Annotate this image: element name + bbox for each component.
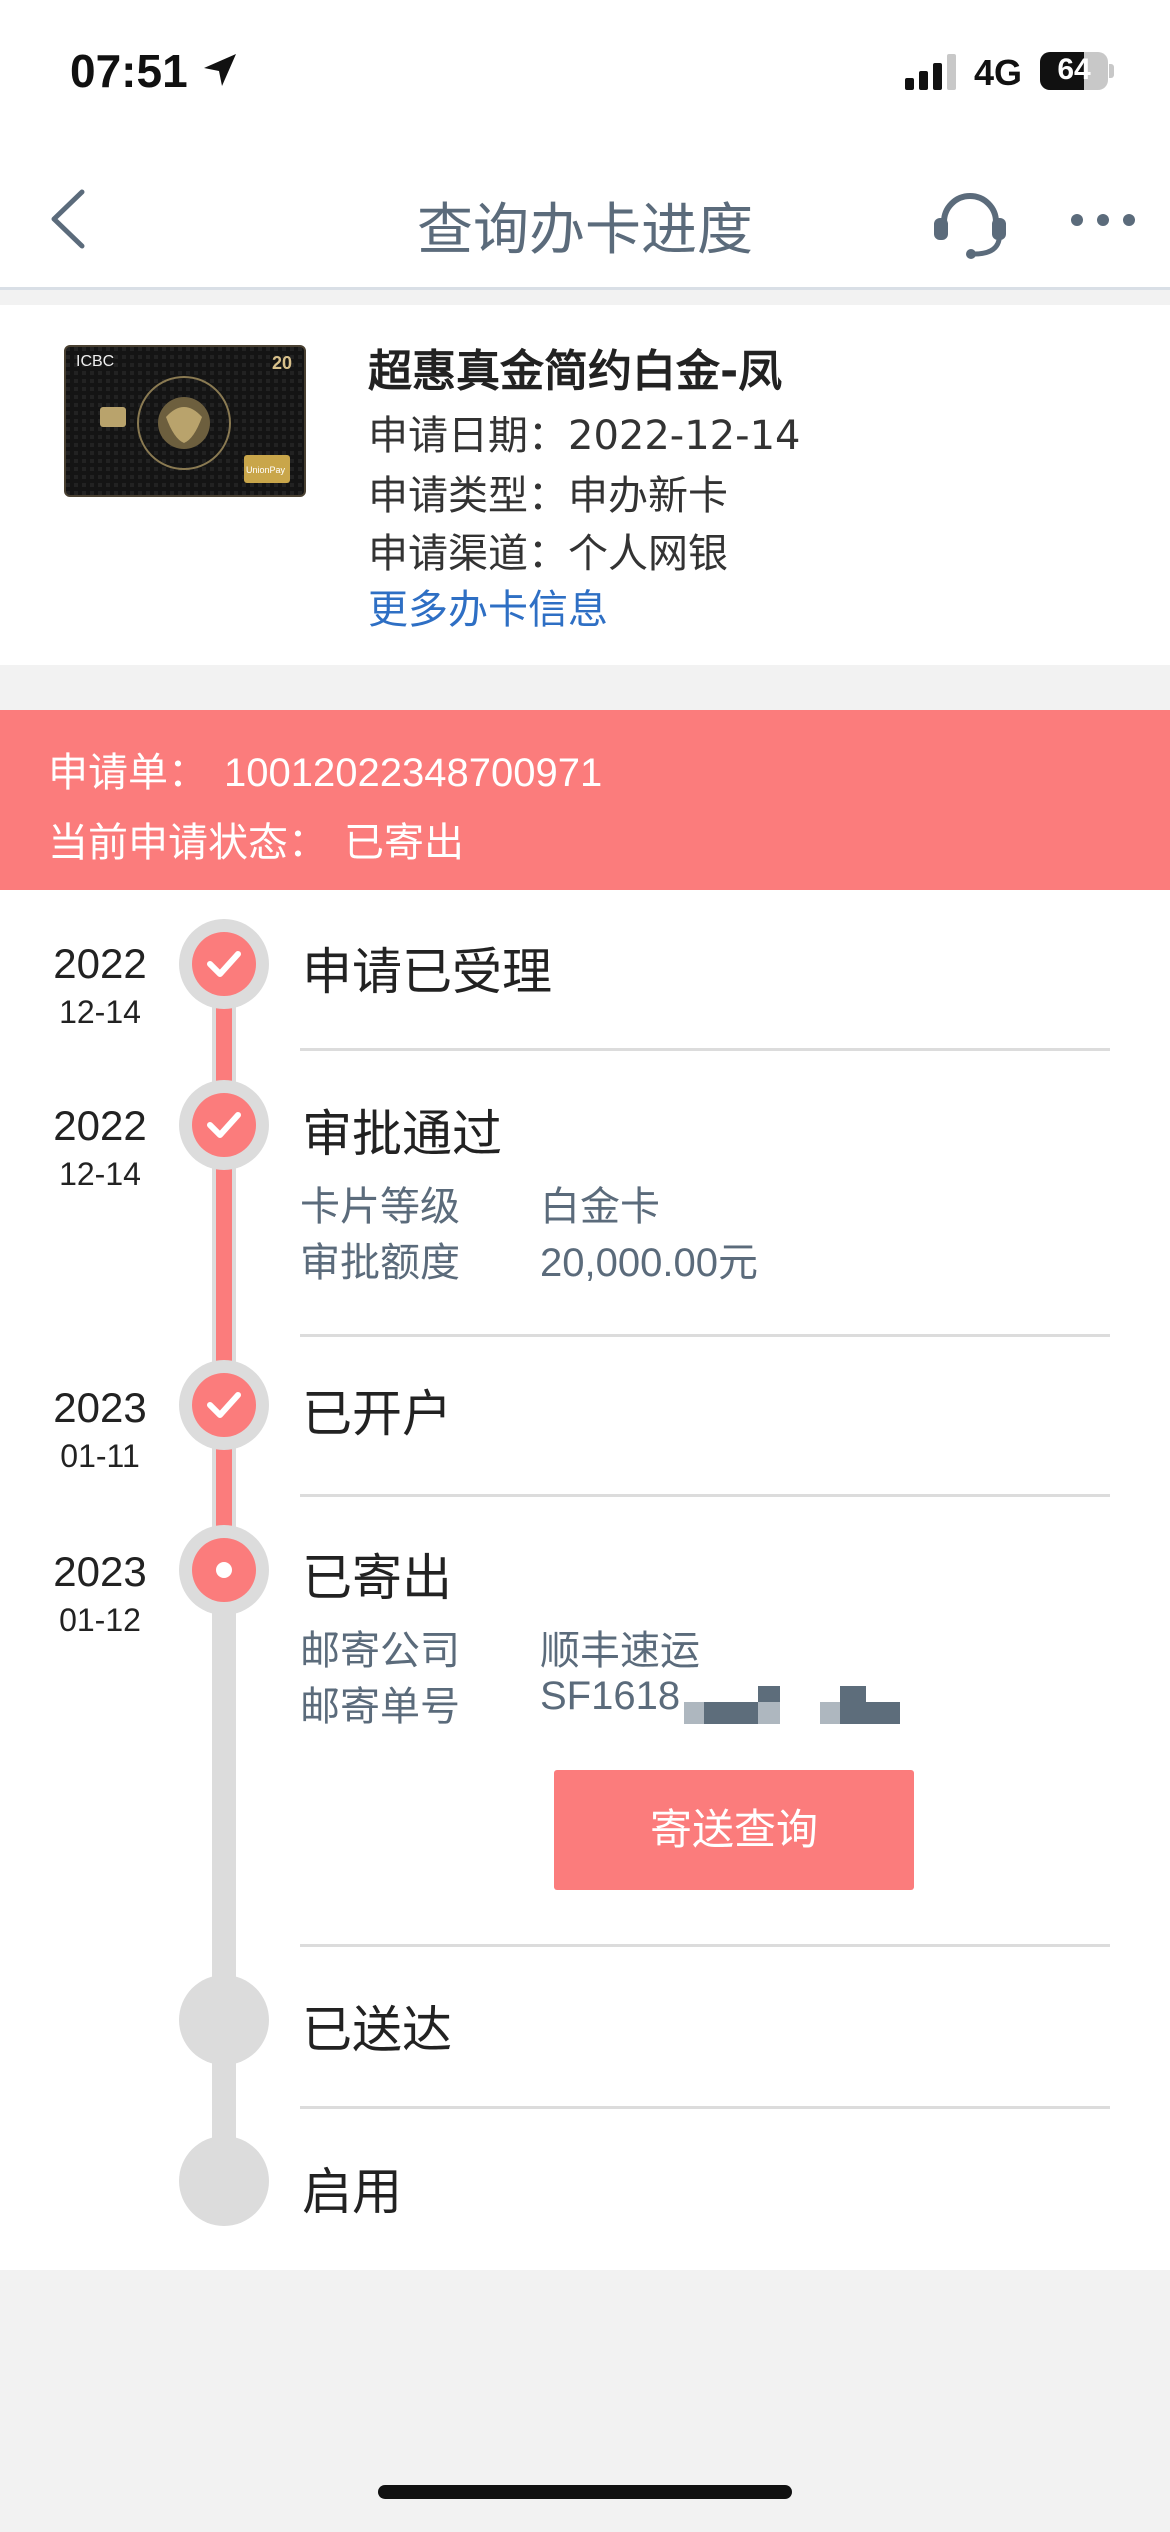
tracking-number-value: SF1618: [540, 1674, 681, 1718]
step-6-node: [179, 2136, 269, 2226]
redaction-mark: [840, 1702, 900, 1724]
apply-channel-label: 申请渠道：: [368, 531, 568, 577]
step-3-year: 2023: [53, 1384, 147, 1431]
step-4-title: 已寄出: [302, 1549, 452, 1607]
step-2-title: 审批通过: [302, 1105, 502, 1163]
step-3-title: 已开户: [302, 1385, 452, 1443]
apply-channel-row: 申请渠道：个人网银: [368, 521, 728, 579]
card-info-section: ICBC 20 UnionPay 超惠真金简约白金-凤 申请日期：2022-12…: [0, 305, 1170, 665]
network-type: 4G: [974, 52, 1023, 93]
divider: [300, 1048, 1110, 1051]
card-anniversary-mark: 20: [272, 353, 293, 373]
apply-channel-value: 个人网银: [568, 531, 728, 577]
status-time: 07:51: [70, 45, 188, 97]
page-title: 查询办卡进度: [417, 198, 753, 263]
battery-percent: 64: [1057, 53, 1091, 86]
current-status-row: 当前申请状态： 已寄出: [48, 810, 464, 868]
redaction-mark: [704, 1702, 758, 1724]
back-arrow-icon[interactable]: [40, 184, 100, 254]
progress-timeline: 2022 12-14 申请已受理 2022 12-14 审批通过 卡片等级 白金…: [0, 890, 1170, 2270]
order-number-label: 申请单：: [48, 750, 208, 796]
current-step-dot-icon: [216, 1562, 232, 1578]
step-1-title: 申请已受理: [302, 943, 552, 1001]
location-arrow-icon: [204, 54, 236, 86]
current-status-label: 当前申请状态：: [48, 820, 328, 866]
application-status-banner: 申请单： 10012022348700971 当前申请状态： 已寄出: [0, 710, 1170, 890]
divider: [300, 1334, 1110, 1337]
customer-service-headset-icon[interactable]: [930, 180, 1010, 260]
step-4-date: 01-12: [59, 1602, 141, 1638]
step-2-node: [179, 1080, 269, 1170]
step-2-year: 2022: [53, 1102, 147, 1149]
nav-bar: 查询办卡进度: [0, 150, 1170, 290]
apply-type-label: 申请类型：: [368, 473, 568, 519]
step-3-node: [179, 1360, 269, 1450]
shipping-tracking-button[interactable]: 寄送查询: [554, 1770, 914, 1890]
courier-company-value: 顺丰速运: [540, 1628, 700, 1674]
divider: [300, 1494, 1110, 1497]
divider: [300, 1944, 1110, 1947]
check-icon: [207, 1392, 241, 1418]
more-options-icon[interactable]: [1068, 200, 1138, 240]
divider: [300, 2106, 1110, 2109]
order-number-value: 10012022348700971: [224, 751, 603, 795]
battery-icon: 64: [1040, 52, 1114, 90]
check-icon: [207, 951, 241, 977]
step-5-node: [179, 1975, 269, 2065]
step-3-date: 01-11: [60, 1438, 140, 1474]
step-2-date: 12-14: [59, 1156, 141, 1192]
step-1-node: [179, 919, 269, 1009]
apply-date-row: 申请日期：2022-12-14: [368, 403, 800, 461]
credit-limit-label: 审批额度: [300, 1240, 460, 1286]
card-network-logo: UnionPay: [246, 465, 286, 475]
status-bar: 07:51 4G 64: [0, 0, 1170, 150]
step-6-title: 启用: [302, 2163, 402, 2221]
tracking-number-label: 邮寄单号: [300, 1684, 460, 1730]
current-status-value: 已寄出: [344, 820, 464, 866]
step-5-title: 已送达: [302, 2001, 452, 2059]
apply-date-value: 2022-12-14: [568, 413, 801, 459]
step-1-date: 12-14: [59, 994, 141, 1030]
courier-company-label: 邮寄公司: [300, 1628, 460, 1674]
more-card-info-link[interactable]: 更多办卡信息: [368, 587, 608, 633]
redaction-mark: [820, 1702, 840, 1724]
redaction-mark: [840, 1686, 866, 1702]
step-4-year: 2023: [53, 1548, 147, 1595]
redaction-mark: [684, 1702, 704, 1724]
card-level-value: 白金卡: [540, 1184, 660, 1230]
check-icon: [207, 1112, 241, 1138]
step-4-node: [179, 1525, 269, 1615]
timeline-progress-track: [216, 950, 232, 1570]
apply-type-row: 申请类型：申办新卡: [368, 463, 728, 521]
redaction-mark: [758, 1702, 780, 1724]
redaction-mark: [758, 1686, 780, 1702]
credit-limit-value: 20,000.00元: [540, 1241, 758, 1285]
credit-card-image: ICBC 20 UnionPay: [64, 345, 306, 497]
cellular-signal-icon: [905, 54, 956, 90]
step-1-year: 2022: [53, 940, 147, 987]
card-product-name: 超惠真金简约白金-凤: [368, 346, 783, 397]
apply-date-label: 申请日期：: [368, 413, 568, 459]
card-bank-logo-text: ICBC: [76, 353, 115, 370]
order-number-row: 申请单： 10012022348700971: [48, 740, 602, 798]
home-indicator[interactable]: [378, 2485, 792, 2499]
card-level-label: 卡片等级: [300, 1184, 460, 1230]
apply-type-value: 申办新卡: [568, 473, 728, 519]
